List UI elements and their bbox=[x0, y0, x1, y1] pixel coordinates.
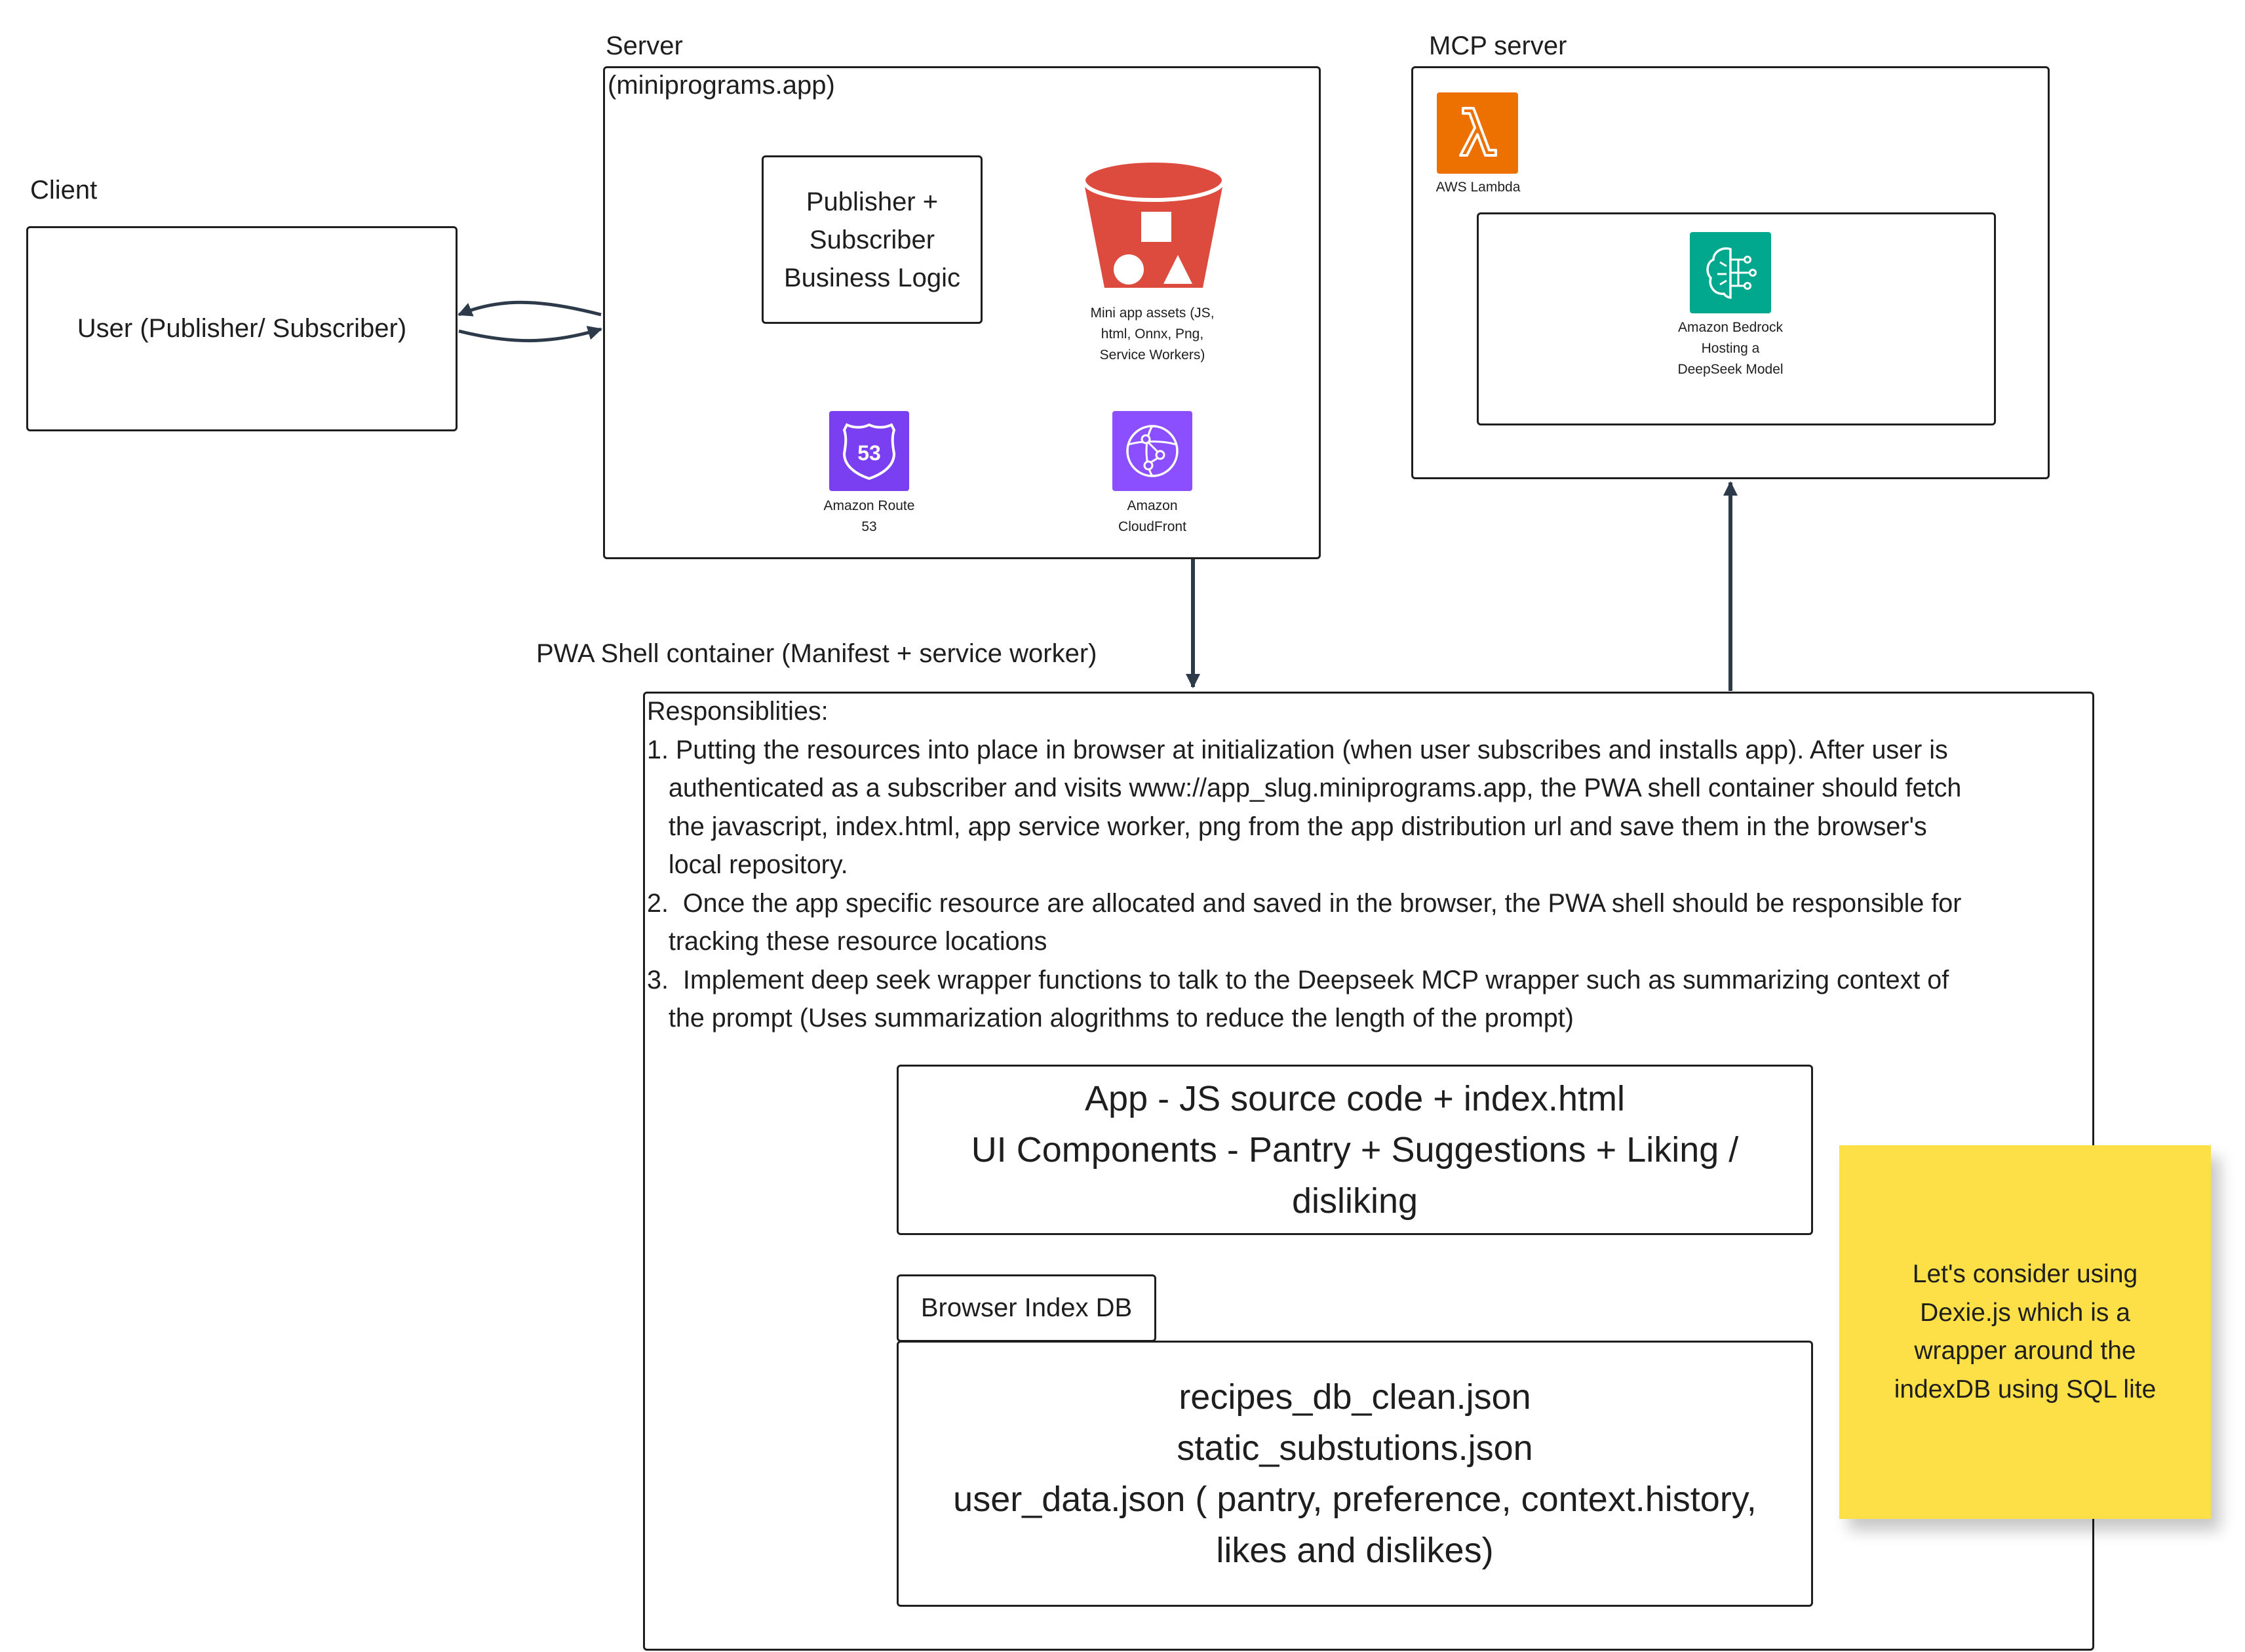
cloudfront-caption: Amazon CloudFront bbox=[1080, 496, 1225, 538]
s3-caption-line-3: Service Workers) bbox=[1099, 347, 1205, 363]
lambda-caption: AWS Lambda bbox=[1435, 180, 1521, 195]
indexdb-tab: Browser Index DB bbox=[897, 1274, 1156, 1342]
server-subheading: (miniprograms.app) bbox=[608, 71, 835, 100]
cloudfront-caption-line-2: CloudFront bbox=[1118, 519, 1186, 534]
sticky-line-4: indexDB using SQL lite bbox=[1894, 1375, 2157, 1404]
indexdb-line-2: static_substutions.json bbox=[1177, 1428, 1533, 1468]
logic-line-1: Publisher + bbox=[806, 187, 939, 216]
app-line-3: disliking bbox=[1291, 1181, 1418, 1221]
s3-caption: Mini app assets (JS, html, Onnx, Png, Se… bbox=[1068, 303, 1236, 366]
route53-badge: 53 bbox=[857, 441, 881, 465]
responsibility-line-7: 3. Implement deep seek wrapper functions… bbox=[647, 965, 1949, 994]
logic-line-2: Subscriber bbox=[809, 225, 935, 254]
pwa-heading: PWA Shell container (Manifest + service … bbox=[536, 639, 1097, 668]
responsibility-line-2: authenticated as a subscriber and visits… bbox=[647, 774, 1962, 802]
client-server-arrow-bottom bbox=[458, 326, 602, 343]
indexdb-line-4: likes and dislikes) bbox=[1216, 1531, 1494, 1570]
lambda-icon bbox=[1437, 92, 1518, 174]
indexdb-line-3: user_data.json ( pantry, preference, con… bbox=[953, 1480, 1757, 1519]
responsibility-line-8: the prompt (Uses summarization alogrithm… bbox=[647, 1004, 1574, 1032]
s3-bucket-icon bbox=[1082, 159, 1226, 288]
sticky-note: Let's consider using Dexie.js which is a… bbox=[1839, 1145, 2211, 1519]
sticky-line-2: Dexie.js which is a bbox=[1920, 1298, 2130, 1327]
route53-caption: Amazon Route 53 bbox=[796, 496, 942, 538]
app-line-1: App - JS source code + index.html bbox=[1085, 1079, 1625, 1118]
client-heading: Client bbox=[30, 176, 98, 205]
sticky-line-3: wrapper around the bbox=[1914, 1337, 2136, 1365]
bedrock-caption-line-1: Amazon Bedrock bbox=[1678, 320, 1783, 335]
app-source-box: App - JS source code + index.html UI Com… bbox=[897, 1065, 1813, 1235]
route53-caption-line-1: Amazon Route bbox=[823, 498, 915, 513]
responsibility-line-6: tracking these resource locations bbox=[647, 927, 1047, 956]
s3-caption-line-2: html, Onnx, Png, bbox=[1101, 326, 1204, 342]
bedrock-icon bbox=[1690, 232, 1771, 313]
mcp-heading: MCP server bbox=[1429, 31, 1567, 60]
route53-icon: 53 bbox=[829, 411, 909, 491]
responsibility-line-3: the javascript, index.html, app service … bbox=[647, 812, 1927, 841]
indexdb-tab-label: Browser Index DB bbox=[920, 1293, 1133, 1322]
app-line-2: UI Components - Pantry + Suggestions + L… bbox=[971, 1130, 1739, 1170]
cloudfront-caption-line-1: Amazon bbox=[1127, 498, 1178, 513]
server-heading: Server bbox=[606, 31, 683, 60]
s3-caption-line-1: Mini app assets (JS, bbox=[1090, 305, 1215, 321]
logic-line-3: Business Logic bbox=[783, 263, 961, 292]
responsibility-line-1: 1. Putting the resources into place in b… bbox=[647, 735, 1948, 764]
client-server-arrow-top bbox=[458, 300, 602, 317]
responsibilities-title: Responsiblities: bbox=[647, 697, 829, 726]
bedrock-caption-line-2: Hosting a bbox=[1701, 341, 1760, 356]
responsibility-line-5: 2. Once the app specific resource are al… bbox=[647, 888, 1962, 918]
responsibility-line-4: local repository. bbox=[647, 850, 848, 879]
cloudfront-icon bbox=[1112, 411, 1192, 491]
user-label: User (Publisher/ Subscriber) bbox=[77, 314, 407, 343]
route53-caption-line-2: 53 bbox=[861, 519, 877, 534]
user-box: User (Publisher/ Subscriber) bbox=[26, 226, 458, 431]
indexdb-line-1: recipes_db_clean.json bbox=[1179, 1377, 1531, 1417]
responsibilities-block: Responsiblities: 1. Putting the resource… bbox=[647, 692, 1961, 1038]
bedrock-caption: Amazon Bedrock Hosting a DeepSeek Model bbox=[1632, 317, 1829, 380]
bedrock-caption-line-3: DeepSeek Model bbox=[1677, 362, 1784, 377]
sticky-line-1: Let's consider using bbox=[1912, 1260, 2138, 1288]
indexdb-box: recipes_db_clean.json static_substutions… bbox=[897, 1341, 1813, 1607]
business-logic-box: Publisher + Subscriber Business Logic bbox=[762, 155, 983, 324]
